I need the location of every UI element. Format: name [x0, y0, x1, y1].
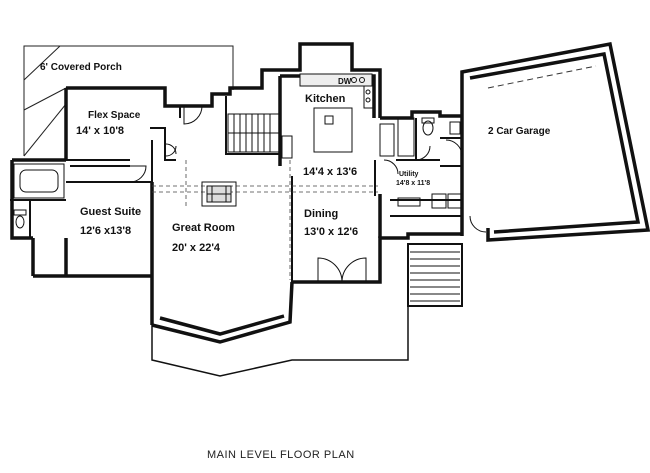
dashed-guides	[152, 160, 378, 280]
door-swings	[129, 105, 487, 283]
room-size-kitchen: 14'4 x 13'6	[303, 166, 357, 178]
room-size-dining: 13'0 x 12'6	[304, 226, 358, 238]
plan-title: MAIN LEVEL FLOOR PLAN	[207, 449, 355, 461]
interior-walls	[10, 96, 462, 282]
exterior-walls	[10, 41, 650, 344]
room-size-flex: 14' x 10'8	[76, 125, 124, 137]
kitchen-fixtures	[281, 73, 375, 159]
room-label-garage: 2 Car Garage	[488, 126, 551, 137]
room-label-porch: 6' Covered Porch	[40, 62, 122, 73]
room-label-guest: Guest Suite	[80, 206, 141, 218]
room-label-flex: Flex Space	[88, 110, 141, 121]
garage-stairs	[407, 243, 463, 307]
room-size-utility: 14'8 x 11'8	[396, 180, 430, 187]
room-size-great: 20' x 22'4	[172, 242, 221, 254]
covered-porch-outline	[23, 45, 234, 157]
room-size-guest: 12'6 x13'8	[80, 225, 131, 237]
room-label-dining: Dining	[304, 208, 338, 220]
rear-deck	[151, 306, 409, 377]
fireplace-icon	[201, 181, 237, 207]
garage-door	[487, 65, 597, 89]
room-label-kitchen: Kitchen	[305, 93, 346, 105]
main-stairs	[227, 113, 281, 153]
bath-fixtures	[13, 117, 463, 229]
dishwasher-label: DW	[338, 77, 352, 86]
room-label-utility: Utility	[399, 171, 419, 178]
room-label-great: Great Room	[172, 222, 235, 234]
